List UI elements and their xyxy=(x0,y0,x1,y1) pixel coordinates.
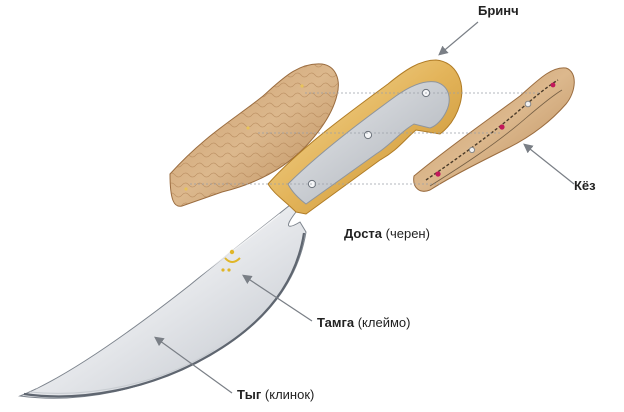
gem-white xyxy=(524,100,532,108)
rivet xyxy=(363,130,373,140)
kyoz-leader xyxy=(523,143,575,185)
tamga-leader xyxy=(241,274,313,322)
label-tyg: Тыг (клинок) xyxy=(237,387,315,402)
label-brinch: Бринч xyxy=(478,3,519,18)
label-kyoz: Кёз xyxy=(574,178,596,193)
label-dosta: Доста (черен) xyxy=(344,226,430,241)
leader-lines xyxy=(154,21,575,394)
gem-white xyxy=(468,146,476,154)
brinch-leader xyxy=(438,21,479,56)
tang-bolster xyxy=(267,59,463,215)
alignment-lines xyxy=(190,92,540,185)
tamga-mark xyxy=(221,249,241,272)
gem-red xyxy=(435,171,441,177)
tyg-leader xyxy=(154,336,233,394)
rivet-hole-dot xyxy=(184,187,188,191)
rivet-hole-dot xyxy=(246,126,250,130)
right-handle-scale xyxy=(413,67,575,192)
label-tamga: Тамга (клеймо) xyxy=(317,315,411,330)
rivet-hole-dot xyxy=(300,84,304,88)
blade xyxy=(18,204,307,399)
left-handle-scale xyxy=(169,63,339,207)
gem-red xyxy=(550,82,556,88)
gem-red xyxy=(499,124,505,130)
